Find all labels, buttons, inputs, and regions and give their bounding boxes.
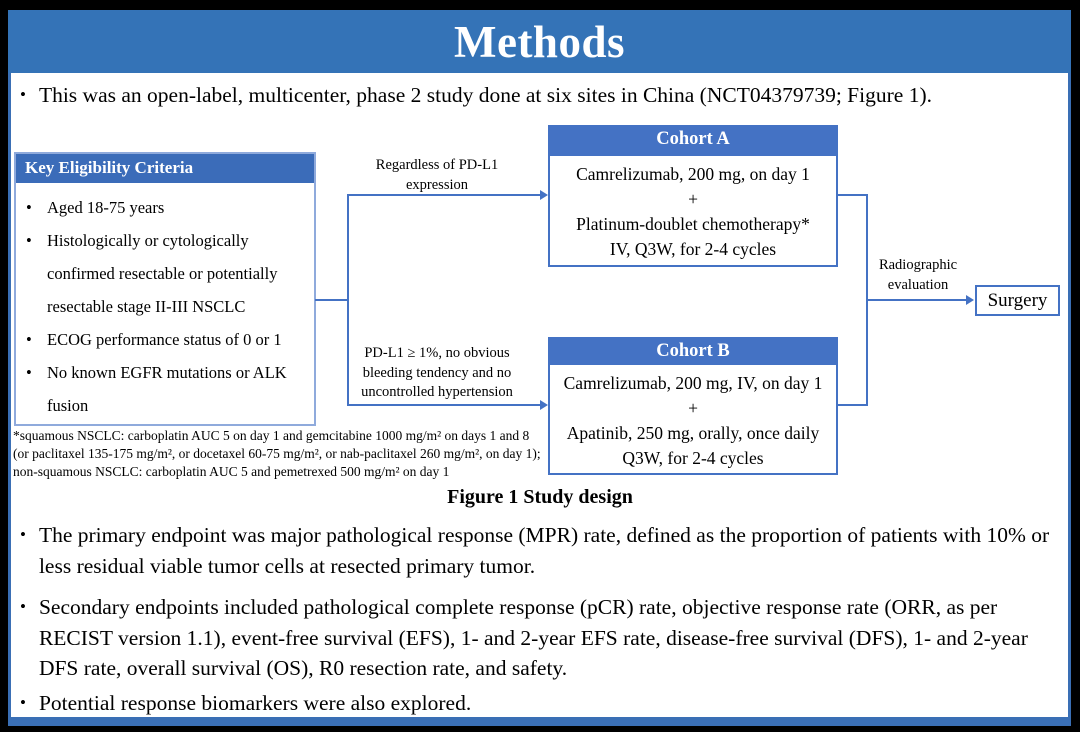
connector-eligibility-out bbox=[315, 299, 348, 301]
bullet-marker: • bbox=[20, 693, 26, 712]
secondary-endpoints-bullet: • Secondary endpoints included pathologi… bbox=[20, 592, 1066, 684]
cohort-b-box: Cohort B Camrelizumab, 200 mg, IV, on da… bbox=[548, 337, 838, 475]
intro-bullet-text: This was an open-label, multicenter, pha… bbox=[38, 83, 932, 107]
connector-cohort-a-out bbox=[837, 194, 868, 196]
figure-caption: Figure 1 Study design bbox=[447, 486, 633, 508]
cohort-a-box: Cohort A Camrelizumab, 200 mg, on day 1 +… bbox=[548, 125, 838, 267]
radiographic-evaluation-label: Radiographic evaluation bbox=[878, 257, 958, 293]
cohort-b-condition-label: PD-L1 ≥ 1%, no obvious bleeding tendency… bbox=[361, 345, 513, 401]
bullet-marker: • bbox=[20, 525, 26, 544]
cohort-a-regimen-line: Platinum-doublet chemotherapy* bbox=[576, 214, 810, 234]
cohort-a-condition-label: Regardless of PD-L1 expression bbox=[375, 157, 499, 193]
bullet-marker: • bbox=[20, 85, 26, 104]
cohort-a-regimen: Camrelizumab, 200 mg, on day 1 + Platinum-… bbox=[550, 156, 836, 262]
connector-to-cohort-a bbox=[347, 194, 541, 196]
eligibility-header: Key Eligibility Criteria bbox=[16, 154, 314, 183]
arrowhead-surgery-icon bbox=[966, 295, 974, 305]
surgery-box: Surgery bbox=[975, 285, 1060, 316]
cohort-b-regimen-line: Q3W, for 2-4 cycles bbox=[622, 448, 764, 468]
eligibility-item: Histologically or cytologically confirme… bbox=[16, 224, 314, 323]
connector-to-surgery bbox=[866, 299, 966, 301]
eligibility-list: Aged 18-75 yearsHistologically or cytolo… bbox=[16, 183, 314, 422]
eligibility-item: ECOG performance status of 0 or 1 bbox=[16, 323, 314, 356]
eligibility-item: Aged 18-75 years bbox=[16, 191, 314, 224]
cohort-b-regimen-line: + bbox=[688, 398, 698, 418]
intro-bullet: • This was an open-label, multicenter, p… bbox=[20, 80, 1066, 111]
slide-title-bar: Methods bbox=[8, 10, 1071, 73]
connector-cohort-b-out bbox=[837, 404, 868, 406]
cohort-a-regimen-line: IV, Q3W, for 2-4 cycles bbox=[609, 239, 777, 259]
cohort-b-regimen: Camrelizumab, 200 mg, IV, on day 1 + Apati… bbox=[550, 365, 836, 471]
surgery-label: Surgery bbox=[987, 289, 1048, 311]
primary-endpoint-bullet: • The primary endpoint was major patholo… bbox=[20, 520, 1066, 581]
biomarkers-bullet: • Potential response biomarkers were als… bbox=[20, 688, 1066, 719]
secondary-endpoints-text: Secondary endpoints included pathologica… bbox=[38, 595, 1028, 681]
connector-to-cohort-b bbox=[347, 404, 541, 406]
arrowhead-cohort-b-icon bbox=[540, 400, 548, 410]
primary-endpoint-text: The primary endpoint was major pathologi… bbox=[38, 523, 1050, 578]
cohort-b-regimen-line: Apatinib, 250 mg, orally, once daily bbox=[566, 423, 820, 443]
bullet-marker: • bbox=[20, 597, 26, 616]
arrowhead-cohort-a-icon bbox=[540, 190, 548, 200]
cohort-b-regimen-line: Camrelizumab, 200 mg, IV, on day 1 bbox=[563, 373, 823, 393]
page-title: Methods bbox=[454, 16, 625, 67]
cohort-a-regimen-line: + bbox=[688, 189, 698, 209]
biomarkers-text: Potential response biomarkers were also … bbox=[38, 691, 472, 715]
connector-left-vertical bbox=[347, 194, 349, 406]
eligibility-box: Key Eligibility Criteria Aged 18-75 year… bbox=[14, 152, 316, 426]
chemotherapy-footnote: *squamous NSCLC: carboplatin AUC 5 on da… bbox=[13, 428, 541, 479]
eligibility-item: No known EGFR mutations or ALK fusion bbox=[16, 356, 314, 422]
cohort-a-regimen-line: Camrelizumab, 200 mg, on day 1 bbox=[576, 164, 810, 184]
cohort-b-header: Cohort B bbox=[550, 339, 836, 365]
cohort-a-header: Cohort A bbox=[550, 127, 836, 156]
